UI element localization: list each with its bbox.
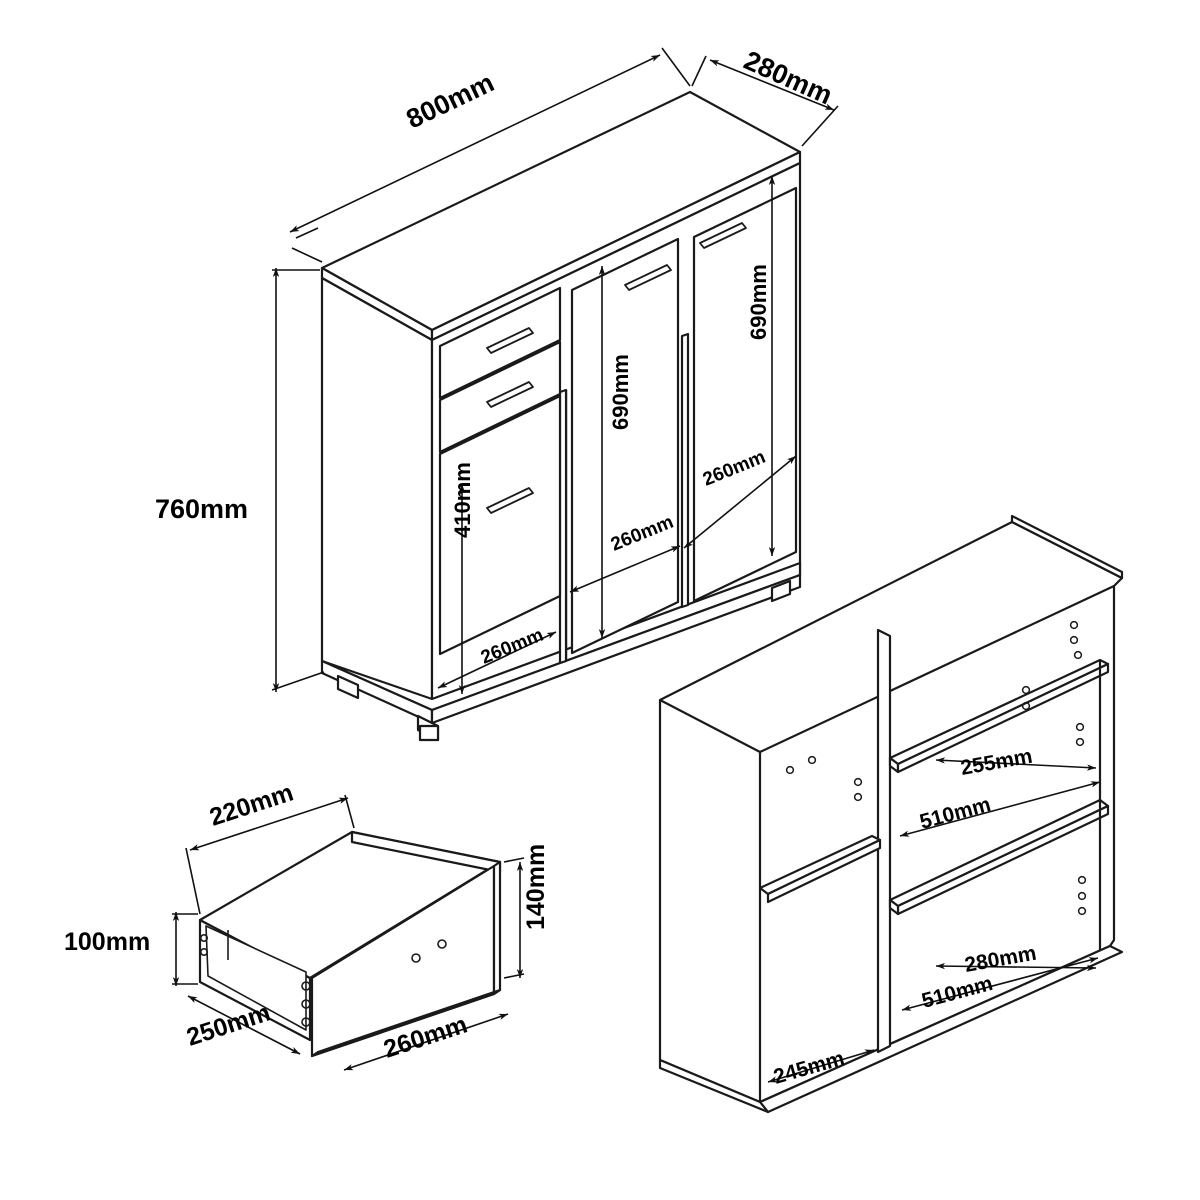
dims-main-cabinet — [271, 47, 839, 694]
dim-drawer-side-height: 100mm — [64, 928, 150, 956]
dim-drawer-front-height: 140mm — [522, 844, 550, 930]
dim-height: 760mm — [155, 494, 248, 524]
dim-drawer-depth: 250mm — [183, 998, 274, 1051]
dim-drawer-back-width: 220mm — [206, 778, 297, 831]
dim-right-door-height: 690mm — [746, 264, 771, 340]
dim-width: 800mm — [402, 67, 499, 134]
dim-left-door-height: 410mm — [450, 462, 475, 538]
dim-depth: 280mm — [740, 45, 837, 110]
dims-drawer-box — [172, 794, 525, 1071]
dim-middle-door-height: 690mm — [608, 354, 633, 430]
dims-carcass — [767, 757, 1101, 1083]
view-main-cabinet — [320, 90, 802, 742]
